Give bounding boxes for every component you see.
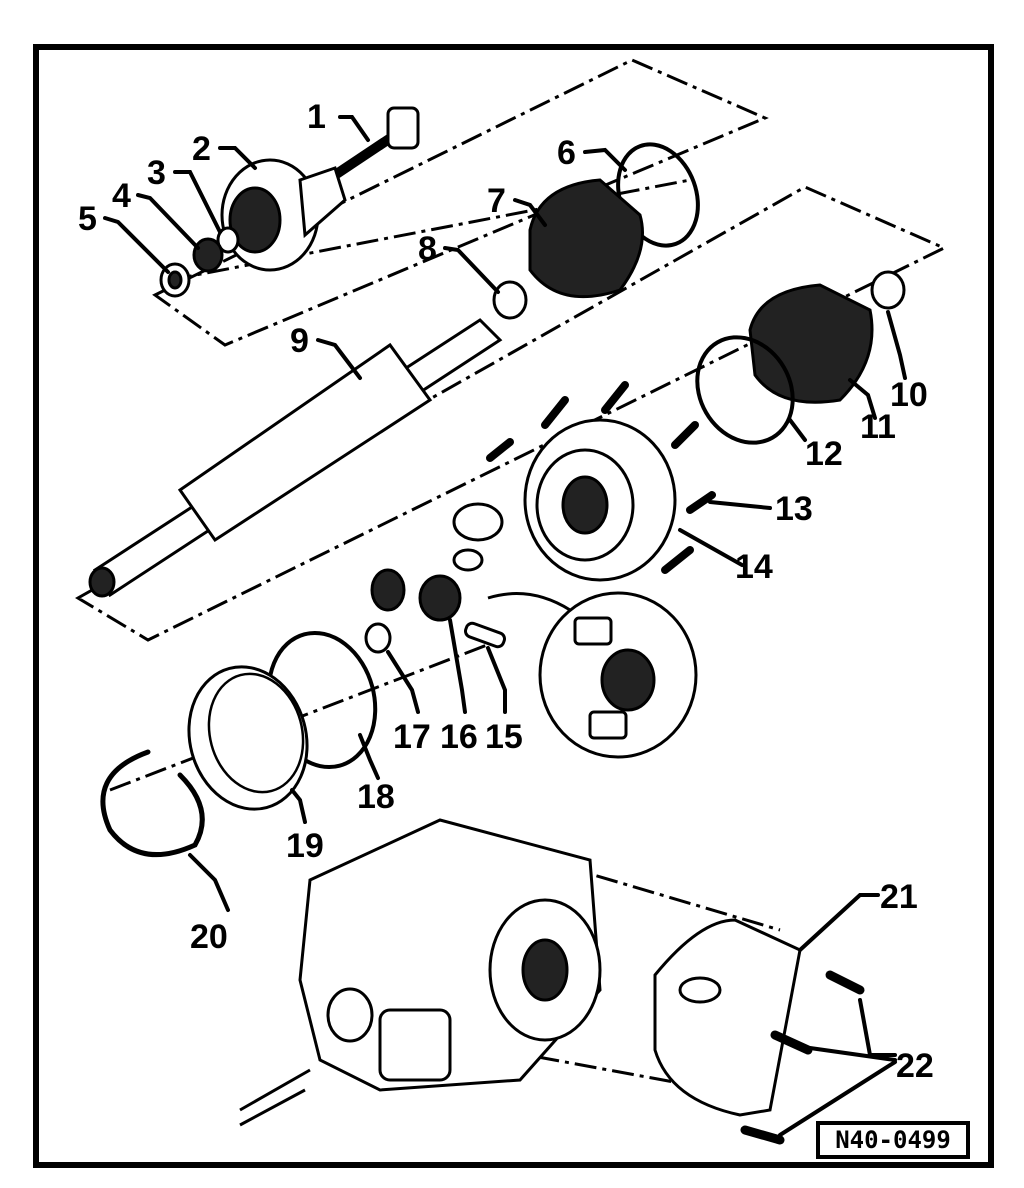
- callout-13: 13: [775, 490, 813, 528]
- leader-lines: [103, 115, 907, 1137]
- callout-11: 11: [860, 408, 896, 446]
- cap-part-10: [870, 270, 906, 310]
- diagram-frame: [33, 44, 994, 1168]
- axis-line-cover: [559, 863, 781, 932]
- callout-12: 12: [805, 435, 843, 473]
- nut-part-4: [192, 237, 224, 273]
- callout-18: 18: [357, 778, 395, 816]
- callout-22: 22: [896, 1047, 934, 1085]
- outer-cv-joint-part-2: [220, 158, 347, 272]
- inner-boot-part-11: [748, 283, 874, 404]
- snap-ring-part-20: [100, 749, 205, 858]
- transmission-housing: [239, 818, 602, 1127]
- callout-5: 5: [78, 200, 97, 238]
- dish-cap-part-19: [187, 665, 309, 811]
- circlip-part-17: [364, 568, 406, 654]
- callout-14: 14: [735, 548, 773, 586]
- callout-7: 7: [487, 182, 506, 220]
- bolt-part-1: [330, 106, 420, 180]
- callout-15: 15: [485, 718, 523, 756]
- reference-code: N40-0499: [835, 1126, 951, 1154]
- callout-2: 2: [192, 130, 211, 168]
- tripod-detail-view: [487, 591, 698, 759]
- callout-21: 21: [880, 878, 918, 916]
- bolts-part-13: [486, 381, 716, 574]
- tripod-part-16: [418, 502, 504, 622]
- callout-20: 20: [190, 918, 228, 956]
- axis-line-lower: [109, 638, 501, 792]
- callout-4: 4: [112, 177, 131, 215]
- boot-part-7: [528, 178, 644, 299]
- roller-part-15: [464, 621, 506, 649]
- callout-3: 3: [147, 154, 166, 192]
- callout-17: 17: [393, 718, 431, 756]
- callout-19: 19: [286, 827, 324, 865]
- reference-code-box: [816, 1121, 970, 1159]
- inner-joint-flange-part-14: [523, 418, 677, 582]
- cover-part-21: [653, 918, 802, 1117]
- callout-9: 9: [290, 322, 309, 360]
- small-clamp-part-8: [492, 280, 528, 320]
- bolts-part-22: [740, 970, 865, 1145]
- axis-line-cover-2: [499, 1048, 691, 1087]
- callout-16: 16: [440, 718, 478, 756]
- spacer-part-3: [216, 226, 240, 254]
- callout-1: 1: [307, 98, 326, 136]
- callout-10: 10: [890, 376, 928, 414]
- drive-shaft-part-9: [88, 318, 503, 598]
- shaft-group-box: [75, 185, 948, 642]
- outer-joint-group-box: [152, 58, 769, 347]
- callout-6: 6: [557, 134, 576, 172]
- clamp-ring-part-12: [695, 335, 795, 445]
- callout-8: 8: [418, 230, 437, 268]
